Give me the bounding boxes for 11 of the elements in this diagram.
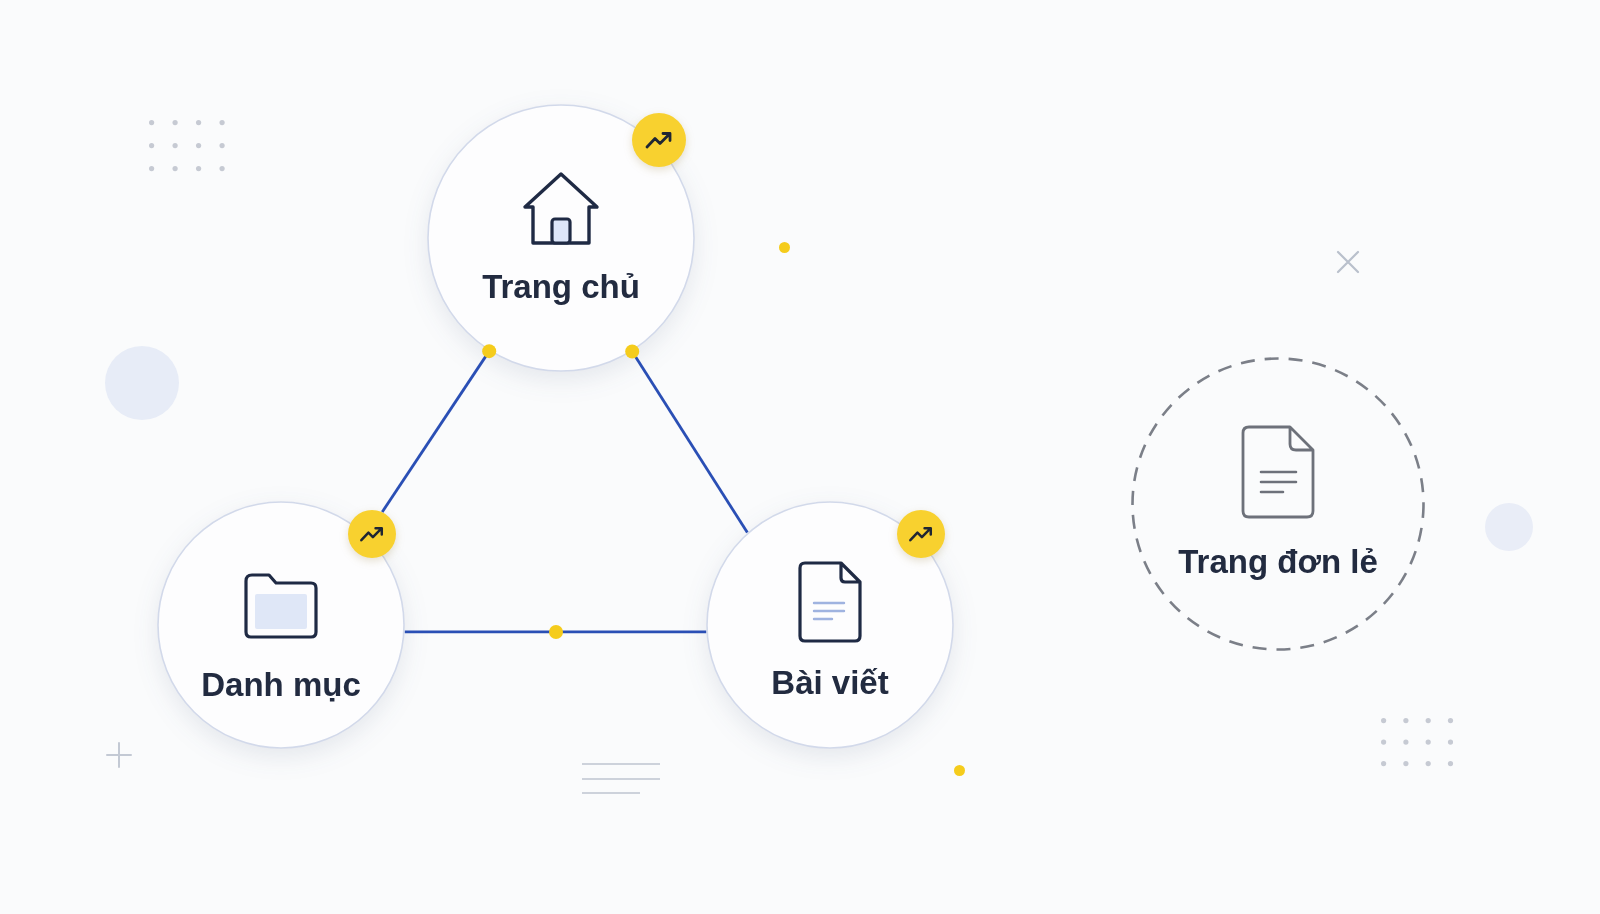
dashed-circle-node (1131, 357, 1425, 651)
circle-node (157, 501, 405, 749)
node-label: Bài viết (771, 664, 889, 702)
circle-node (427, 104, 695, 372)
node-label: Trang chủ (482, 268, 640, 306)
connector-line (381, 344, 497, 513)
node-label: Danh mục (201, 666, 361, 704)
node-label: Trang đơn lẻ (1178, 543, 1378, 581)
connector-line (404, 630, 707, 634)
connector-line (625, 344, 749, 534)
circle-node (706, 501, 954, 749)
